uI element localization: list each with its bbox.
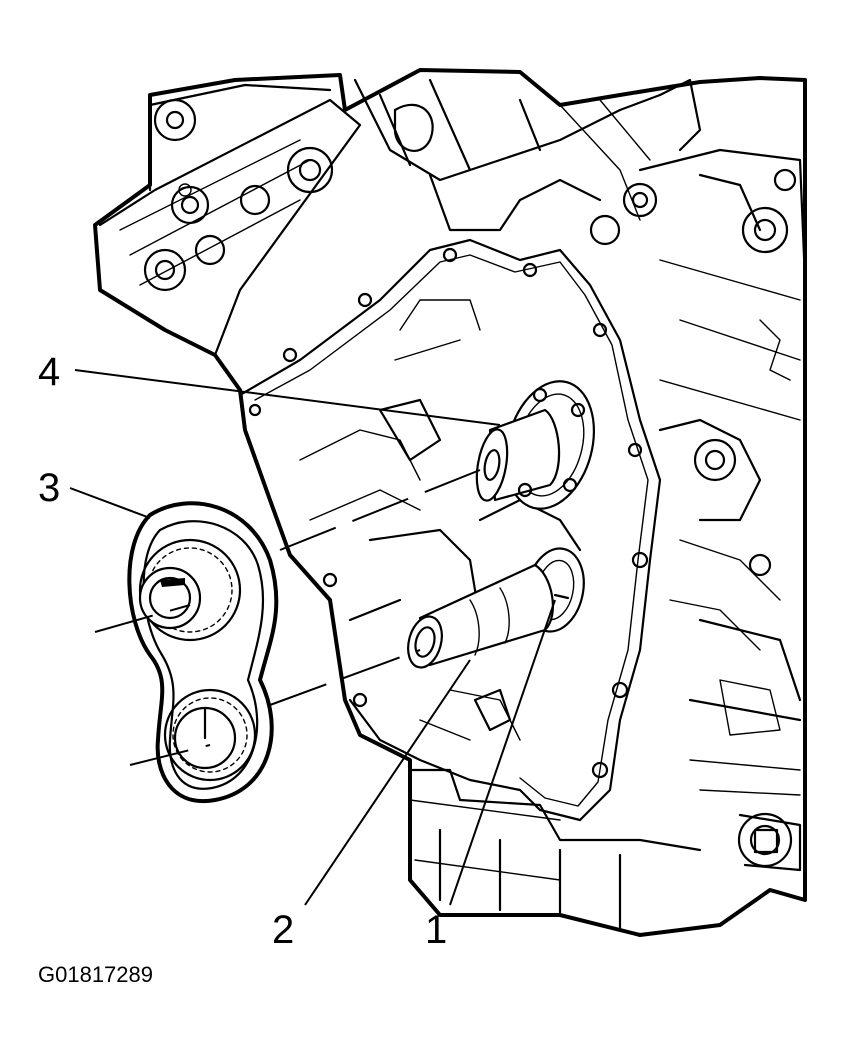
balance-shaft-assembly (407, 547, 585, 669)
callout-1: 1 (425, 908, 448, 952)
leader-line-1 (449, 599, 556, 906)
engine-block (93, 68, 807, 937)
leader-lines (69, 369, 556, 906)
callout-3: 3 (38, 466, 61, 510)
idler-shaft-assembly (475, 380, 596, 510)
leader-line-3 (69, 487, 151, 519)
figure-code: G01817289 (38, 962, 153, 987)
alignment-lines (94, 469, 481, 766)
leader-line-4 (74, 369, 501, 426)
leader-line-2 (304, 659, 471, 906)
callout-4: 4 (38, 350, 61, 394)
balance-shaft-chain-and-sprockets (127, 501, 279, 804)
callout-2: 2 (272, 908, 295, 952)
